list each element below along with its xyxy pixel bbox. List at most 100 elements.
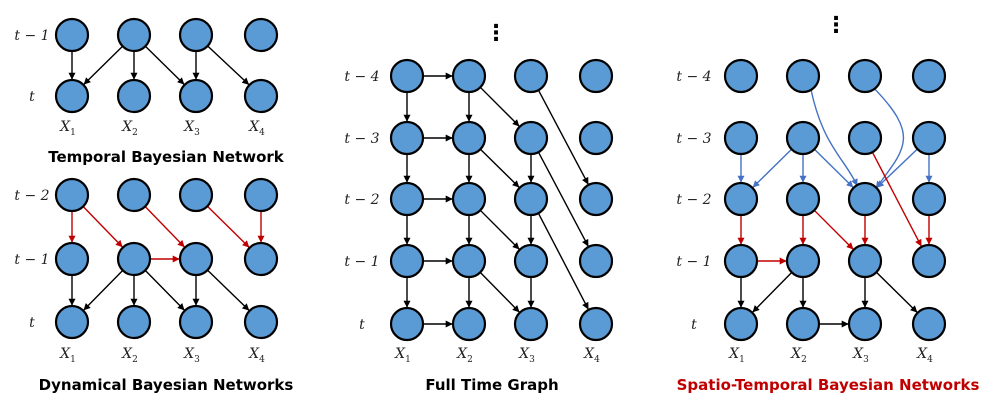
node-dynamical-1-x2 [116, 241, 152, 277]
var-label-spatiotemporal-0: X1 [728, 346, 745, 365]
edge-temporal-3 [144, 45, 185, 85]
node-fulltime-4-x2 [451, 306, 487, 342]
title-fulltime: Full Time Graph [425, 376, 558, 394]
nodes-layer [54, 17, 947, 342]
node-fulltime-3-x3 [513, 243, 549, 279]
node-fulltime-3-x2 [451, 243, 487, 279]
node-fulltime-4-x4 [578, 306, 614, 342]
edge-dynamical-9 [144, 269, 185, 311]
row-label-fulltime-0: t − 4 [344, 69, 379, 85]
node-spatiotemporal-4-x4 [911, 306, 947, 342]
node-fulltime-2-x1 [389, 181, 425, 217]
node-spatiotemporal-4-x3 [847, 306, 883, 342]
node-spatiotemporal-0-x3 [847, 58, 883, 94]
node-spatiotemporal-4-x1 [723, 306, 759, 342]
node-dynamical-2-x1 [54, 304, 90, 340]
title-dynamical: Dynamical Bayesian Networks [39, 376, 294, 394]
node-dynamical-0-x1 [54, 177, 90, 213]
edge-fulltime-3 [479, 86, 520, 127]
edge-spatiotemporal-16 [752, 271, 793, 313]
row-label-dynamical-1: t − 1 [14, 252, 49, 268]
node-fulltime-3-x1 [389, 243, 425, 279]
node-temporal-1-x2 [116, 78, 152, 114]
node-dynamical-1-x4 [243, 241, 279, 277]
edge-fulltime-14 [479, 209, 520, 250]
node-spatiotemporal-0-x1 [723, 58, 759, 94]
node-spatiotemporal-1-x3 [847, 120, 883, 156]
node-spatiotemporal-0-x4 [911, 58, 947, 94]
node-fulltime-0-x1 [389, 58, 425, 94]
node-spatiotemporal-3-x1 [723, 243, 759, 279]
var-label-temporal-2: X3 [183, 119, 200, 138]
node-temporal-1-x1 [54, 78, 90, 114]
edge-dynamical-3 [206, 205, 250, 248]
title-temporal: Temporal Bayesian Network [48, 148, 285, 166]
row-label-spatiotemporal-1: t − 3 [676, 131, 711, 147]
var-label-dynamical-3: X4 [248, 346, 265, 365]
var-label-fulltime-0: X1 [394, 346, 411, 365]
node-fulltime-1-x4 [578, 120, 614, 156]
edge-spatiotemporal-0 [810, 89, 858, 187]
row-label-temporal-1: t [29, 89, 35, 105]
node-temporal-1-x4 [243, 78, 279, 114]
node-fulltime-4-x1 [389, 306, 425, 342]
edge-dynamical-2 [144, 206, 185, 248]
var-label-spatiotemporal-2: X3 [852, 346, 869, 365]
var-label-temporal-0: X1 [59, 119, 76, 138]
row-label-fulltime-4: t [359, 317, 365, 333]
edge-fulltime-10 [537, 151, 589, 247]
node-spatiotemporal-0-x2 [785, 58, 821, 94]
edge-fulltime-20 [479, 271, 520, 313]
node-fulltime-0-x4 [578, 58, 614, 94]
row-label-fulltime-3: t − 1 [344, 254, 379, 270]
node-fulltime-1-x1 [389, 120, 425, 156]
edges-layer [68, 45, 933, 328]
title-spatiotemporal: Spatio-Temporal Bayesian Networks [677, 376, 980, 394]
var-label-temporal-1: X2 [121, 119, 138, 138]
node-temporal-0-x4 [243, 17, 279, 53]
node-spatiotemporal-1-x1 [723, 120, 759, 156]
ellipsis-fulltime: ⋮ [485, 21, 507, 46]
node-dynamical-0-x2 [116, 177, 152, 213]
node-spatiotemporal-3-x2 [785, 243, 821, 279]
row-label-fulltime-2: t − 2 [344, 192, 379, 208]
node-fulltime-1-x3 [513, 120, 549, 156]
edge-spatiotemporal-3 [752, 148, 793, 188]
node-fulltime-1-x2 [451, 120, 487, 156]
edge-fulltime-8 [479, 148, 520, 188]
node-spatiotemporal-3-x3 [847, 243, 883, 279]
node-spatiotemporal-2-x2 [785, 181, 821, 217]
node-fulltime-4-x3 [513, 306, 549, 342]
node-fulltime-2-x4 [578, 181, 614, 217]
var-label-dynamical-2: X3 [183, 346, 200, 365]
node-fulltime-2-x2 [451, 181, 487, 217]
edge-fulltime-4 [537, 89, 589, 185]
node-temporal-1-x3 [178, 78, 214, 114]
node-fulltime-0-x3 [513, 58, 549, 94]
var-label-dynamical-1: X2 [121, 346, 138, 365]
var-label-fulltime-2: X3 [518, 346, 535, 365]
node-dynamical-1-x3 [178, 241, 214, 277]
row-label-spatiotemporal-2: t − 2 [676, 192, 711, 208]
edge-spatiotemporal-5 [813, 148, 854, 188]
edge-fulltime-16 [537, 212, 589, 310]
node-fulltime-3-x4 [578, 243, 614, 279]
var-label-temporal-3: X4 [248, 119, 265, 138]
node-dynamical-2-x3 [178, 304, 214, 340]
edge-spatiotemporal-11 [813, 209, 854, 250]
row-label-temporal-0: t − 1 [14, 28, 49, 44]
node-dynamical-2-x4 [243, 304, 279, 340]
node-spatiotemporal-2-x4 [911, 181, 947, 217]
ellipsis-spatiotemporal: ⋮ [825, 13, 847, 38]
node-fulltime-0-x2 [451, 58, 487, 94]
row-label-spatiotemporal-3: t − 1 [676, 254, 711, 270]
node-dynamical-1-x1 [54, 241, 90, 277]
row-label-spatiotemporal-4: t [691, 317, 697, 333]
var-label-dynamical-0: X1 [59, 346, 76, 365]
var-label-spatiotemporal-1: X2 [790, 346, 807, 365]
node-dynamical-2-x2 [116, 304, 152, 340]
row-label-fulltime-1: t − 3 [344, 131, 379, 147]
node-temporal-0-x1 [54, 17, 90, 53]
